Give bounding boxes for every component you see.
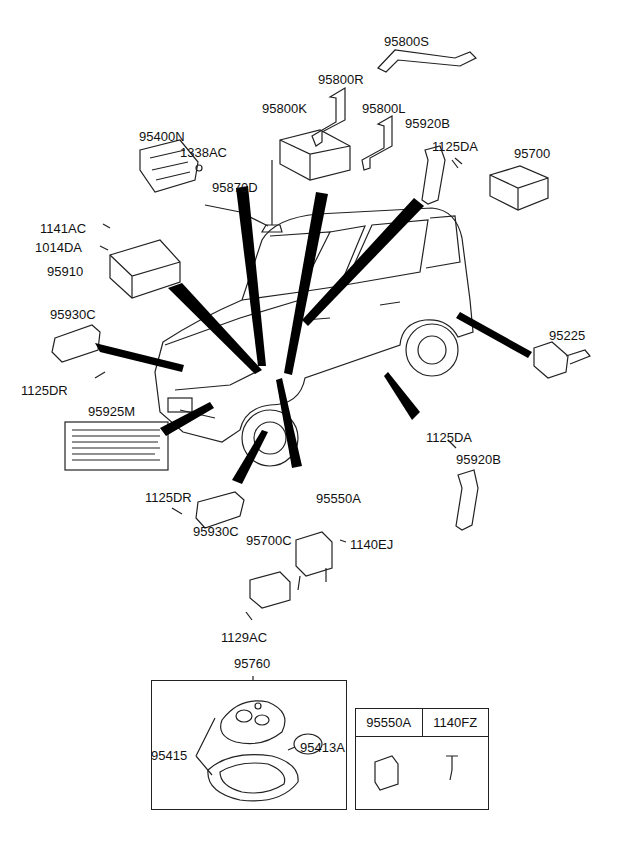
kit-frame: 95760	[151, 680, 347, 810]
callout-number: 1125DA	[432, 139, 478, 154]
callout-number: 1125DR	[145, 490, 192, 505]
callout-number: 95920B	[405, 116, 450, 131]
callout-number: 95550A	[316, 491, 361, 506]
callout-number: 95413A	[300, 740, 345, 755]
table-cell: 95550A	[356, 709, 422, 737]
callout-number: 1125DA	[426, 430, 472, 445]
callout-number: 95225	[549, 328, 585, 343]
callout-number: 95930C	[50, 307, 96, 322]
callout-number: 1140EJ	[350, 537, 393, 552]
callout-number: 1338AC	[180, 145, 227, 160]
callout-number: 1125DR	[21, 383, 68, 398]
callout-number: 95800K	[262, 101, 307, 116]
callout-number: 95920B	[456, 452, 501, 467]
callout-number: 1014DA	[35, 240, 82, 255]
callout-number: 1141AC	[40, 221, 86, 236]
callout-number: 95400N	[139, 129, 185, 144]
callout-number: 95700	[514, 146, 550, 161]
callout-number: 95800S	[384, 34, 429, 49]
callout-number: 95925M	[88, 404, 135, 419]
kit-number: 95760	[234, 656, 270, 671]
callout-number: 95870D	[212, 180, 258, 195]
table-cell: 1140FZ	[422, 709, 489, 737]
callout-number: 95415	[151, 748, 187, 763]
callout-number: 95930C	[193, 524, 239, 539]
callout-number: 95700C	[246, 533, 292, 548]
callout-number: 95800R	[318, 72, 364, 87]
callout-number: 1129AC	[221, 630, 267, 645]
callout-number: 95800L	[362, 101, 405, 116]
detail-table: 95550A1140FZ	[355, 708, 489, 810]
callout-number: 95910	[47, 264, 83, 279]
